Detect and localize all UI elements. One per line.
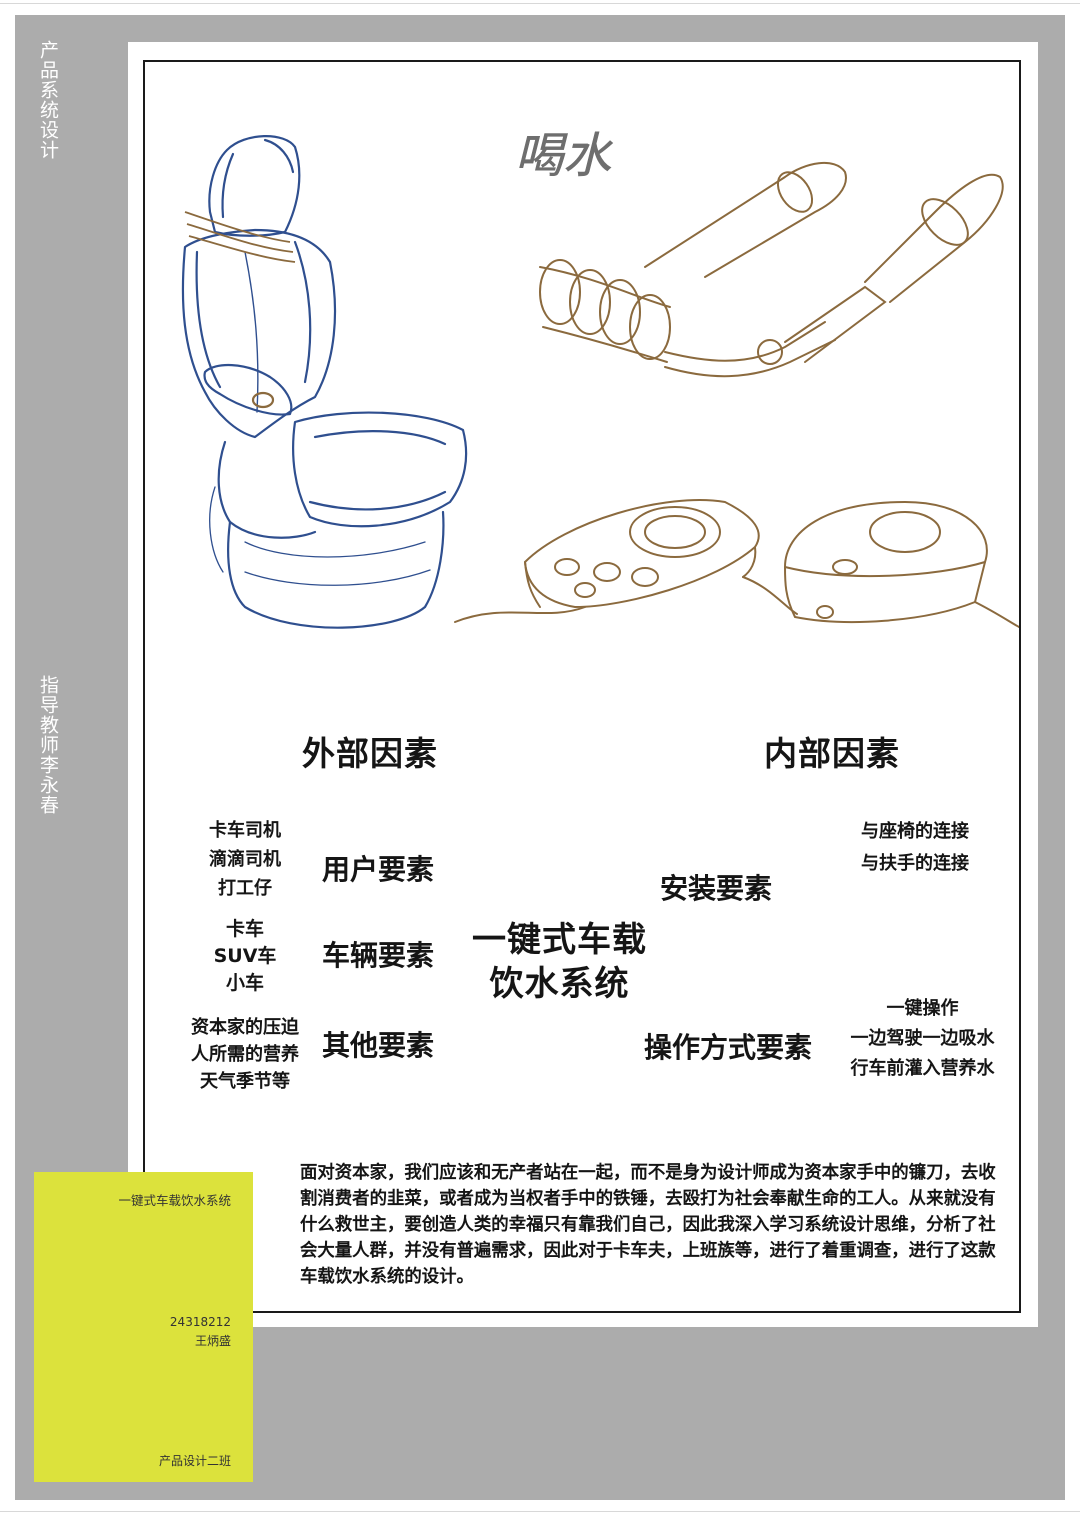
other-item: 人所需的营养 (191, 1044, 299, 1065)
concept-sketch: 喝水 (181, 128, 1019, 629)
strap-sketch (184, 211, 296, 263)
course-title: 产品系统设计 (37, 40, 59, 160)
device-sketches (454, 499, 1019, 628)
operation-item: 一键操作 (886, 998, 959, 1019)
poster-sheet (128, 42, 1038, 1327)
other-factor-label: 其他要素 (322, 1029, 435, 1062)
project-name: 一键式车载饮水系统 (118, 1193, 231, 1208)
user-factor-label: 用户要素 (322, 853, 435, 886)
frame-gap (128, 685, 143, 1225)
vehicle-item: 小车 (225, 972, 264, 994)
install-item: 与座椅的连接 (861, 821, 969, 842)
external-factors-heading: 外部因素 (302, 734, 438, 773)
other-item: 资本家的压迫 (191, 1017, 299, 1038)
design-statement: 面对资本家，我们应该和无产者站在一起，而不是身为设计师成为资本家手中的镰刀，去收… (300, 1163, 996, 1287)
vehicle-factor-items: 卡车 SUV车 小车 (185, 916, 305, 997)
user-item: 滴滴司机 (209, 849, 281, 870)
top-rule (0, 3, 1080, 4)
install-factor-items: 与座椅的连接 与扶手的连接 (845, 816, 985, 880)
other-item: 天气季节等 (200, 1071, 290, 1092)
user-item: 打工仔 (218, 878, 272, 899)
internal-factors-heading: 内部因素 (764, 734, 900, 773)
info-card: 一键式车载饮水系统 24318212 王炳盛 产品设计二班 (34, 1172, 253, 1482)
user-item: 卡车司机 (209, 820, 281, 841)
install-factor-label: 安装要素 (660, 872, 773, 905)
system-title-line-1: 一键式车载 (472, 920, 647, 960)
class-name: 产品设计二班 (158, 1454, 231, 1468)
install-item: 与扶手的连接 (861, 853, 969, 874)
teacher-line: 指导教师李永春 (37, 675, 59, 815)
poster-frame (143, 60, 1021, 1313)
student-name: 王炳盛 (194, 1334, 231, 1348)
other-factor-items: 资本家的压迫 人所需的营养 天气季节等 (170, 1014, 320, 1095)
handwritten-note: 喝水 (515, 128, 614, 185)
vehicle-factor-label: 车辆要素 (322, 939, 435, 972)
svg-text:喝水: 喝水 (515, 128, 613, 184)
vehicle-item: 卡车 (225, 918, 264, 940)
operation-item: 一边驾驶一边吸水 (850, 1028, 995, 1049)
system-title-line-2: 饮水系统 (489, 964, 630, 1004)
seat-sketch (181, 135, 468, 629)
operation-factor-items: 一键操作 一边驾驶一边吸水 行车前灌入营养水 (835, 994, 1010, 1084)
straw-sketch (539, 161, 1004, 378)
operation-item: 行车前灌入营养水 (850, 1058, 995, 1079)
operation-factor-label: 操作方式要素 (644, 1031, 813, 1064)
user-factor-items: 卡车司机 滴滴司机 打工仔 (185, 816, 305, 903)
student-id: 24318212 (169, 1315, 231, 1329)
system-title: 一键式车载 饮水系统 (462, 918, 657, 1006)
vehicle-item: SUV车 (213, 945, 277, 967)
bottom-rule (0, 1511, 1080, 1512)
